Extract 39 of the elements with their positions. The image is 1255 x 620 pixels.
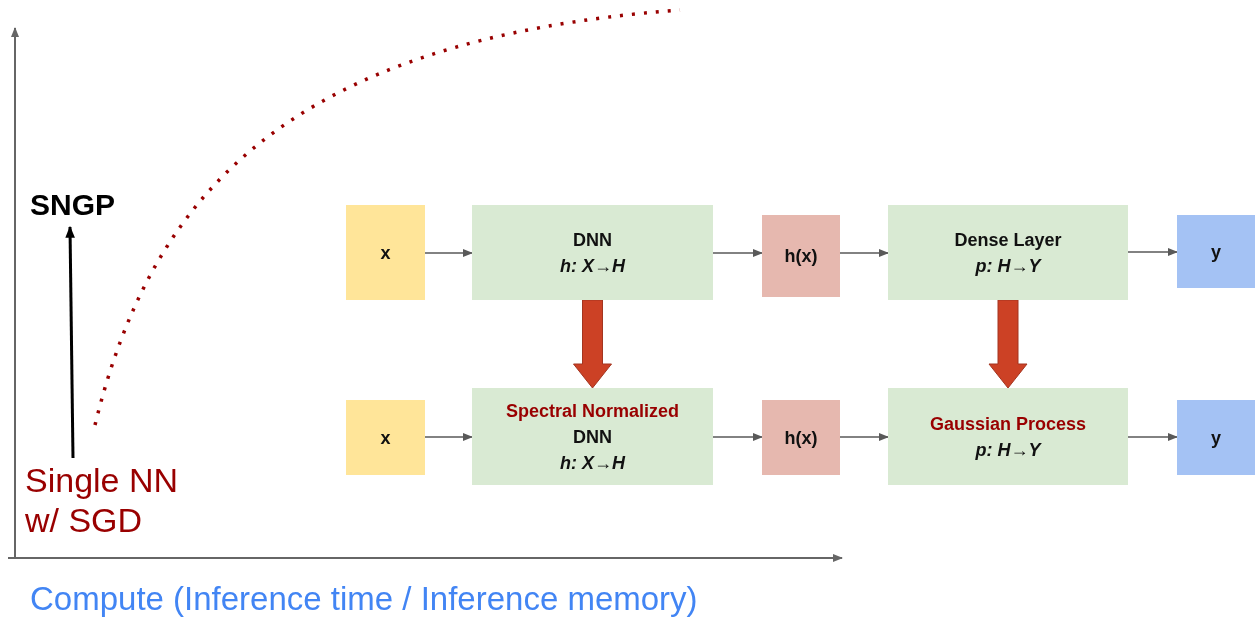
- box-text: DNN: [573, 425, 612, 449]
- box-title: DNN: [573, 228, 612, 252]
- process-box: [472, 388, 713, 485]
- arrow: [424, 248, 474, 258]
- box-text: h: X→H: [560, 254, 625, 278]
- arrow: [1127, 432, 1179, 442]
- arrow: [424, 432, 474, 442]
- process-box: [888, 388, 1128, 485]
- arrow: [1127, 247, 1179, 257]
- box-title: x: [380, 426, 391, 450]
- process-box: [472, 205, 713, 300]
- box-title: y: [1211, 240, 1221, 264]
- feature-box: [762, 215, 840, 297]
- box-title: Gaussian Process: [929, 412, 1087, 436]
- box-text: h: X→H: [560, 451, 625, 475]
- box-text: p: H→Y: [975, 254, 1041, 278]
- box-title: h(x): [784, 245, 818, 268]
- axis-title: Compute (Inference time / Inference memory): [30, 579, 698, 619]
- arrow: [839, 248, 890, 258]
- arrow: [988, 299, 1028, 389]
- box-title: y: [1211, 426, 1221, 450]
- feature-box: [762, 400, 840, 475]
- output-box: [1177, 400, 1255, 475]
- process-box: [888, 205, 1128, 300]
- arrow: [712, 432, 764, 442]
- arrow: [573, 299, 612, 389]
- method-label: SNGP: [30, 183, 140, 227]
- box-text: p: H→Y: [975, 438, 1041, 462]
- box-title: x: [380, 241, 391, 265]
- input-box: [346, 205, 425, 300]
- method-label: Single NN w/ SGD: [25, 458, 200, 542]
- output-box: [1177, 215, 1255, 288]
- box-title: Spectral Normalized: [505, 399, 680, 423]
- arrow: [839, 432, 890, 442]
- box-title: Dense Layer: [954, 228, 1062, 252]
- arrow: [712, 248, 764, 258]
- box-title: h(x): [784, 426, 818, 450]
- input-box: [346, 400, 425, 475]
- arrow: [65, 225, 75, 459]
